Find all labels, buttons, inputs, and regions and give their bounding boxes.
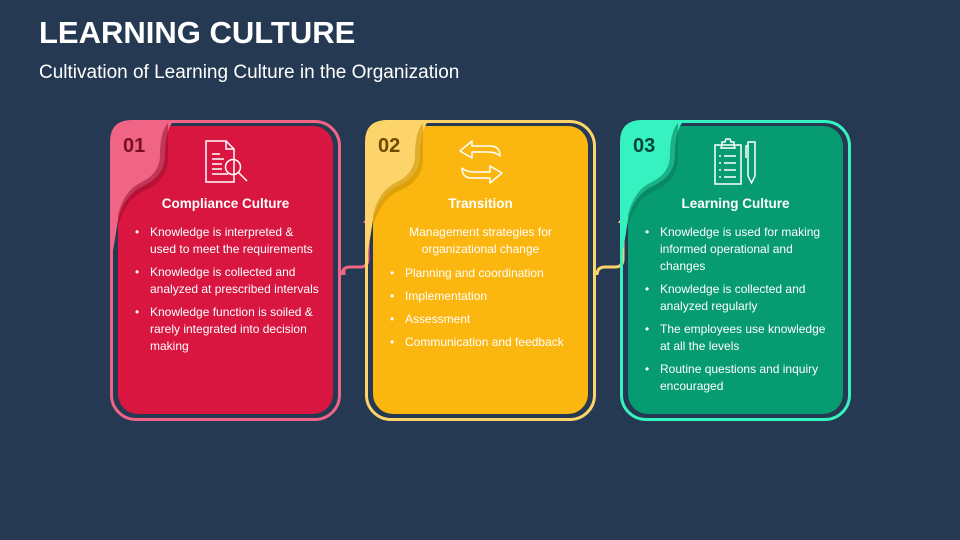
bullet-list: Knowledge is interpreted & used to meet …	[132, 224, 319, 361]
number-tab: 02	[365, 120, 435, 280]
exchange-arrows-icon	[456, 138, 506, 191]
card-learning-culture: Learning Culture Knowledge is used for m…	[620, 120, 851, 421]
card-outline	[110, 120, 341, 421]
bullet-item: Implementation	[387, 288, 574, 305]
card-outline	[620, 120, 851, 421]
bullet-item: Assessment	[387, 311, 574, 328]
bullet-item: Knowledge is interpreted & used to meet …	[132, 224, 319, 258]
bullet-item: Knowledge is collected and analyzed at p…	[132, 264, 319, 298]
card-fill: Learning Culture Knowledge is used for m…	[628, 126, 843, 414]
bullet-item: Knowledge is used for making informed op…	[642, 224, 829, 275]
card-transition: Transition Management strategies for org…	[365, 120, 596, 421]
bullet-item: Communication and feedback	[387, 334, 574, 351]
bullet-list: Knowledge is used for making informed op…	[642, 224, 829, 401]
bullet-list: Planning and coordination Implementation…	[387, 265, 574, 357]
document-search-icon	[200, 138, 252, 191]
card-compliance-culture: Compliance Culture Knowledge is interpre…	[110, 120, 341, 421]
number-tab: 01	[110, 120, 180, 280]
slide-subtitle: Cultivation of Learning Culture in the O…	[39, 62, 460, 83]
bullet-item: The employees use knowledge at all the l…	[642, 321, 829, 355]
number-tab: 03	[620, 120, 690, 280]
card-number: 02	[378, 135, 401, 157]
card-title: Transition	[448, 196, 513, 211]
bullet-item: Routine questions and inquiry encouraged	[642, 361, 829, 395]
bullet-item: Knowledge is collected and analyzed regu…	[642, 281, 829, 315]
card-title: Learning Culture	[681, 196, 790, 211]
bullet-item: Planning and coordination	[387, 265, 574, 282]
card-number: 01	[123, 135, 146, 157]
card-number: 03	[633, 135, 656, 157]
clipboard-pen-icon	[711, 138, 761, 191]
card-intro: Management strategies for organizational…	[409, 225, 552, 256]
slide-title: LEARNING CULTURE	[39, 15, 356, 50]
card-title: Compliance Culture	[161, 196, 290, 211]
card-outline	[365, 120, 596, 421]
bullet-item: Knowledge function is soiled & rarely in…	[132, 304, 319, 355]
